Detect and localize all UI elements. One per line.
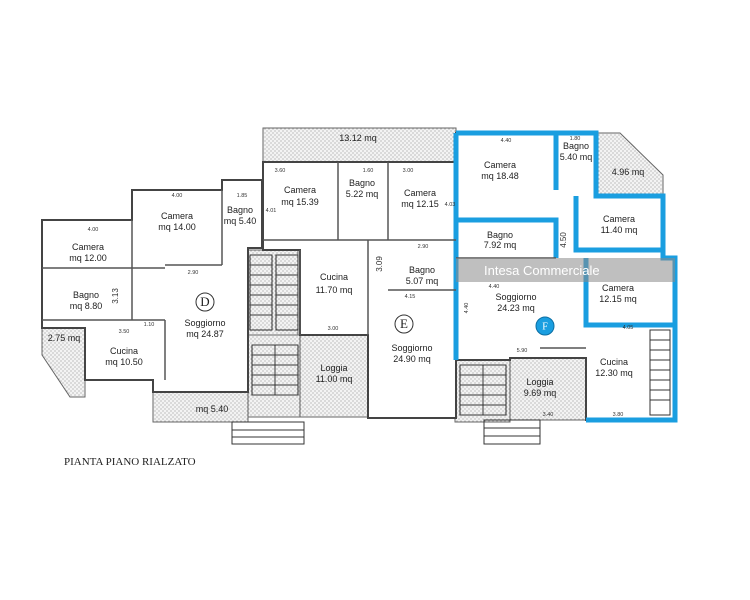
unit-f-letter: F: [542, 321, 548, 332]
stairs-middle: [459, 364, 507, 416]
camera-2-area: mq 12.15: [401, 199, 439, 209]
unit-f-inner-blue: [573, 196, 663, 253]
loggia-2-name: Loggia: [526, 377, 553, 387]
camera-5-area: mq 18.48: [481, 171, 519, 181]
dim-185: 1.85: [237, 193, 248, 199]
cucina-3-name: Cucina: [600, 357, 628, 367]
camera-5-name: Camera: [484, 160, 516, 170]
balcony-small-area: 2.75 mq: [48, 333, 81, 343]
dim-313: 3.13: [111, 288, 120, 304]
cucina-2-area: 11.70 mq: [316, 285, 353, 295]
bagno-1-name: Bagno: [349, 178, 375, 188]
dim-400a: 4.00: [172, 193, 183, 199]
camera-1-area: mq 15.39: [281, 197, 319, 207]
dim-300a: 3.00: [403, 168, 414, 174]
dim-440c: 4.40: [464, 303, 470, 314]
soggiorno-e-area: 24.90 mq: [393, 354, 431, 364]
bagno-3-area: mq 8.80: [70, 301, 103, 311]
dim-401: 4.01: [266, 208, 277, 214]
cucina-2-name: Cucina: [320, 272, 348, 282]
camera-6-area: 11.40 mq: [601, 225, 638, 235]
loggia-1-area: [299, 334, 369, 418]
dim-380: 3.80: [613, 412, 624, 418]
loggia-2-area: [509, 357, 587, 421]
soggiorno-f-area: 24.23 mq: [497, 303, 535, 313]
dim-309: 3.09: [375, 256, 384, 272]
loggia-1-area: 11.00 mq: [316, 374, 353, 384]
soggiorno-e-name: Soggiorno: [391, 343, 432, 353]
terrace-right: [595, 132, 664, 197]
watermark-band: [456, 258, 675, 282]
bagno-6-area: 7.92 mq: [484, 240, 517, 250]
dim-290a: 2.90: [188, 270, 199, 276]
bagno-6-name: Bagno: [487, 230, 513, 240]
soggiorno-d-name: Soggiorno: [184, 318, 225, 328]
camera-7-area: 12.15 mq: [599, 294, 637, 304]
dim-300b: 3.00: [328, 326, 339, 332]
dim-400b: 4.00: [88, 227, 99, 233]
camera-7-name: Camera: [602, 283, 634, 293]
bagno-4-name: Bagno: [409, 265, 435, 275]
strip-middle: [247, 249, 299, 336]
soggiorno-f-name: Soggiorno: [495, 292, 536, 302]
watermark-text: Intesa Commerciale: [484, 263, 600, 278]
dim-590: 5.90: [517, 348, 528, 354]
dim-340: 3.40: [543, 412, 554, 418]
bagno-2-name: Bagno: [227, 205, 253, 215]
unit-d-outline: [41, 179, 263, 393]
bagno-2-area: mq 5.40: [224, 216, 257, 226]
unit-e-letter: E: [400, 316, 408, 331]
bagno-5-name: Bagno: [563, 141, 589, 151]
soggiorno-d-area: mq 24.87: [186, 329, 224, 339]
camera-4-name: Camera: [72, 242, 104, 252]
terrace-top: [262, 127, 457, 163]
camera-2-name: Camera: [404, 188, 436, 198]
dim-360: 3.60: [275, 168, 286, 174]
terrace-bottom-area: mq 5.40: [196, 404, 229, 414]
bagno-5-area: 5.40 mq: [560, 152, 593, 162]
camera-3-area: mq 14.00: [158, 222, 196, 232]
unit-e-marker: [394, 314, 414, 334]
plan-title: PIANTA PIANO RIALZATO: [64, 456, 196, 468]
unit-d-letter: D: [200, 294, 209, 309]
dim-440b: 4.40: [489, 284, 500, 290]
dim-180: 1.80: [570, 136, 581, 142]
bagno-4-area: 5.07 mq: [406, 276, 439, 286]
loggia-2-area: 9.69 mq: [524, 388, 557, 398]
camera-4-area: mq 12.00: [69, 253, 107, 263]
dim-450: 4.50: [559, 232, 568, 248]
stairs-lower-left: [251, 344, 299, 396]
terrace-top-area: 13.12 mq: [339, 133, 377, 143]
camera-3-name: Camera: [161, 211, 193, 221]
dim-160: 1.60: [363, 168, 374, 174]
dim-440a: 4.40: [501, 138, 512, 144]
bagno-3-name: Bagno: [73, 290, 99, 300]
stairs-left: [249, 254, 299, 331]
cucina-1-area: mq 10.50: [105, 357, 143, 367]
stair-landing-left: [247, 334, 301, 418]
bagno-1-area: 5.22 mq: [346, 189, 379, 199]
terrace-right-area: 4.96 mq: [612, 167, 645, 177]
dim-403: 4.03: [445, 202, 456, 208]
unit-d-marker: [195, 292, 215, 312]
unit-f-marker: [535, 316, 555, 336]
unit-f-border: [456, 130, 678, 423]
camera-6-name: Camera: [603, 214, 635, 224]
dim-350: 3.50: [119, 329, 130, 335]
dim-405: 4.05: [623, 325, 634, 331]
entrance-steps: [231, 419, 541, 445]
dim-110: 1.10: [144, 322, 155, 328]
loggia-1-name: Loggia: [320, 363, 347, 373]
dim-415: 4.15: [405, 294, 416, 300]
stairs-right: [649, 329, 671, 416]
dim-290b: 2.90: [418, 244, 429, 250]
cucina-1-name: Cucina: [110, 346, 138, 356]
cucina-3-area: 12.30 mq: [595, 368, 633, 378]
camera-1-name: Camera: [284, 185, 316, 195]
unit-f-bagno-blue: [456, 217, 559, 258]
